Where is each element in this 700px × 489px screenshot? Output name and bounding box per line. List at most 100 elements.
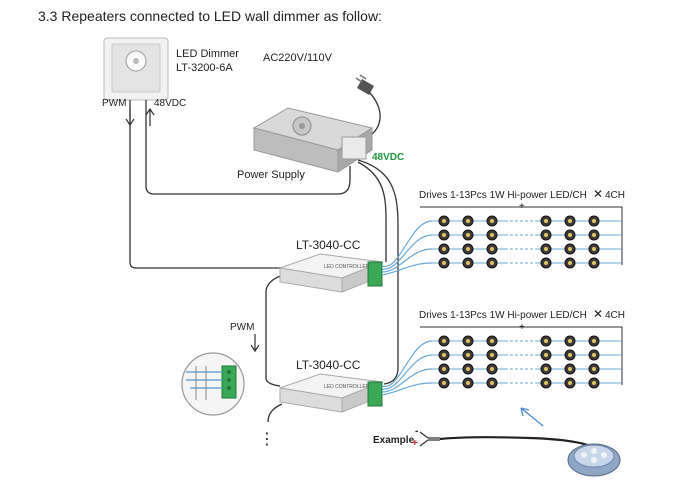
led-die-icon — [544, 219, 548, 223]
led-die-icon — [490, 339, 494, 343]
led-die-icon — [544, 381, 548, 385]
led-die-icon — [568, 339, 572, 343]
led-die-icon — [490, 353, 494, 357]
example-minus: - — [415, 426, 418, 437]
terminal-closeup — [181, 352, 245, 416]
led-die-icon — [490, 367, 494, 371]
pwm-label-top: PWM — [102, 98, 126, 109]
ac-input-label: AC220V/110V — [263, 52, 333, 64]
channel-wire — [381, 248, 433, 273]
led-die-icon — [442, 353, 446, 357]
led-die-icon — [490, 381, 494, 385]
led-die-icon — [592, 233, 596, 237]
channel-wire — [381, 262, 433, 276]
led-die-icon — [568, 261, 572, 265]
led-die-icon — [490, 247, 494, 251]
example-label: Example — [373, 435, 415, 446]
led-spotlight-icon — [567, 443, 621, 477]
ac-plug-icon — [355, 74, 374, 95]
dimmer-model: LT-3200-6A — [176, 62, 233, 74]
pwm-down-arrow-icon — [125, 108, 135, 127]
channel-wire — [381, 368, 433, 393]
knob-center-icon — [133, 58, 139, 64]
example-pointer-arrow-icon — [520, 407, 544, 427]
channel-wire — [381, 340, 433, 387]
channel-wire — [381, 354, 433, 390]
continuation-wire — [267, 403, 283, 423]
led-die-icon — [592, 219, 596, 223]
repeater-2-case-text: LED CONTROLLER — [324, 384, 370, 390]
led-die-icon — [568, 247, 572, 251]
channel-wire — [381, 234, 433, 270]
dimmer-name: LED Dimmer — [176, 48, 239, 60]
led-die-icon — [592, 247, 596, 251]
led-die-icon — [442, 219, 446, 223]
led-die-icon — [544, 339, 548, 343]
led-die-icon — [592, 381, 596, 385]
repeater-link-wire — [265, 273, 287, 387]
led-die-icon — [466, 261, 470, 265]
led-die-icon — [442, 367, 446, 371]
led-die-icon — [544, 367, 548, 371]
array-2-plus: + — [519, 322, 525, 333]
array-2-rail — [420, 326, 623, 385]
led-die-icon — [490, 261, 494, 265]
channel-wire — [381, 382, 433, 396]
led-dimmer — [103, 37, 169, 101]
psu-output-cable-2 — [357, 161, 387, 262]
pwm-label-mid: PWM — [230, 322, 254, 333]
led-die-icon — [592, 339, 596, 343]
led-die-icon — [466, 247, 470, 251]
array-2-times: ✕ — [593, 307, 603, 321]
pwm-mid-arrow-icon — [250, 334, 260, 353]
array-1-plus: + — [519, 201, 525, 212]
led-die-icon — [466, 339, 470, 343]
led-die-icon — [592, 353, 596, 357]
repeater-1-case-text: LED CONTROLLER — [324, 264, 370, 270]
array-1-rail — [420, 206, 623, 265]
led-die-icon — [592, 261, 596, 265]
power-supply-unit — [252, 107, 374, 173]
vdc-up-arrow-icon — [145, 107, 155, 126]
vdc-label-top: 48VDC — [154, 98, 186, 109]
repeater-1: LED CONTROLLER — [279, 253, 384, 293]
section-heading: 3.3 Repeaters connected to LED wall dimm… — [38, 8, 382, 24]
led-die-icon — [442, 261, 446, 265]
led-arrays — [381, 206, 623, 396]
array-1-caption: Drives 1-13Pcs 1W Hi-power LED/CH — [419, 190, 587, 201]
led-die-icon — [442, 247, 446, 251]
repeater-1-model: LT-3040-CC — [296, 238, 361, 252]
led-die-icon — [442, 381, 446, 385]
led-die-icon — [442, 339, 446, 343]
led-die-icon — [568, 219, 572, 223]
led-die-icon — [592, 367, 596, 371]
led-die-icon — [466, 381, 470, 385]
repeater-2-model: LT-3040-CC — [296, 358, 361, 372]
repeater-2: LED CONTROLLER — [279, 373, 384, 413]
led-die-icon — [466, 353, 470, 357]
psu-output-cable — [357, 159, 399, 385]
led-die-icon — [568, 233, 572, 237]
led-die-icon — [568, 353, 572, 357]
led-die-icon — [544, 233, 548, 237]
psu-terminal-block — [341, 136, 367, 160]
example-leads — [419, 431, 440, 447]
vdc-wire-dimmer — [145, 100, 351, 195]
array-2-channels: 4CH — [605, 310, 625, 321]
continuation-ellipsis: ⋮ — [259, 431, 275, 448]
power-supply-label: Power Supply — [237, 169, 305, 181]
led-die-icon — [466, 233, 470, 237]
led-die-icon — [568, 381, 572, 385]
led-die-icon — [544, 261, 548, 265]
example-plus: + — [412, 438, 418, 449]
array-1-channels: 4CH — [605, 190, 625, 201]
led-die-icon — [490, 219, 494, 223]
psu-output-label: 48VDC — [372, 152, 404, 163]
led-die-icon — [544, 247, 548, 251]
led-die-icon — [544, 353, 548, 357]
pwm-wire — [129, 100, 284, 269]
led-die-icon — [490, 233, 494, 237]
led-die-icon — [568, 367, 572, 371]
channel-wire — [381, 220, 433, 267]
